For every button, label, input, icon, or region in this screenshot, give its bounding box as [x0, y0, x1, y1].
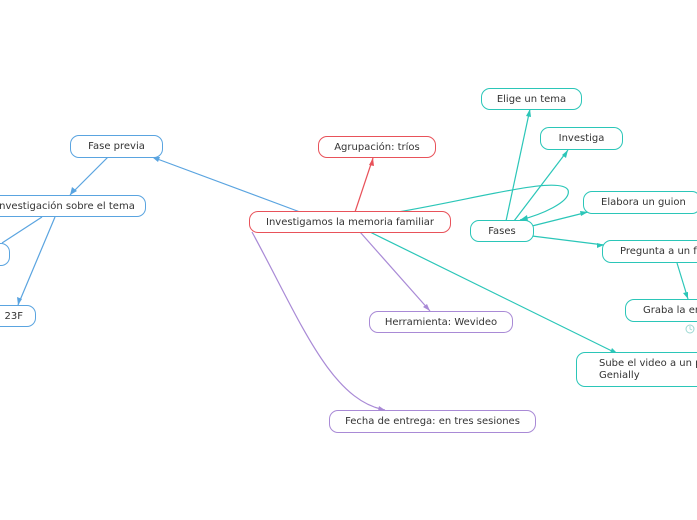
arrowhead — [70, 187, 77, 195]
connector-fase-previa-investigacion — [69, 156, 109, 196]
connector-investigacion-left — [1, 216, 43, 244]
node-elabora-guion[interactable]: Elabora un guion — [583, 191, 697, 214]
arrowhead — [423, 304, 430, 311]
connector-central-fases — [397, 184, 569, 221]
central-topic[interactable]: Investigamos la memoria familiar — [249, 211, 451, 233]
arrowhead — [526, 109, 531, 117]
arrowhead — [17, 297, 22, 305]
node-fase-previa[interactable]: Fase previa — [70, 135, 163, 158]
node-sube-video[interactable]: Sube el video a un p Genially — [576, 352, 697, 387]
connector-central-sube — [369, 231, 619, 355]
connector-central-herramienta — [359, 231, 431, 312]
connector-investigacion-23f — [17, 216, 56, 306]
arrowhead — [520, 215, 528, 221]
arrowhead — [597, 243, 604, 248]
connector-fases-pregunta — [531, 235, 605, 246]
clock-icon-hands — [689, 326, 693, 331]
node-investiga[interactable]: Investiga — [540, 127, 623, 150]
arrowhead — [683, 292, 688, 299]
node-investigacion-sobre-tema[interactable]: nvestigación sobre el tema — [0, 195, 146, 217]
connector-central-fecha — [251, 231, 386, 411]
arrowhead — [152, 157, 160, 162]
connector-central-fase-previa — [151, 156, 301, 213]
connector-central-agrupacion — [354, 157, 374, 213]
node-elige-tema[interactable]: Elige un tema — [481, 88, 582, 110]
arrowhead — [369, 158, 374, 166]
node-pregunta[interactable]: Pregunta a un f — [602, 240, 697, 263]
connector-fases-investiga — [513, 149, 569, 222]
node-graba[interactable]: Graba la en — [625, 299, 697, 322]
arrowhead — [378, 406, 385, 411]
arrowhead — [562, 150, 568, 158]
clock-icon — [685, 324, 695, 334]
connector-fases-elige — [505, 108, 531, 222]
node-23f[interactable]: 23F — [0, 305, 36, 327]
node-agrupacion[interactable]: Agrupación: tríos — [318, 136, 436, 158]
node-herramienta[interactable]: Herramienta: Wevideo — [369, 311, 513, 333]
node-fases[interactable]: Fases — [470, 220, 534, 242]
connector-fases-elabora — [531, 211, 589, 227]
node-fecha-entrega[interactable]: Fecha de entrega: en tres sesiones — [329, 410, 536, 433]
